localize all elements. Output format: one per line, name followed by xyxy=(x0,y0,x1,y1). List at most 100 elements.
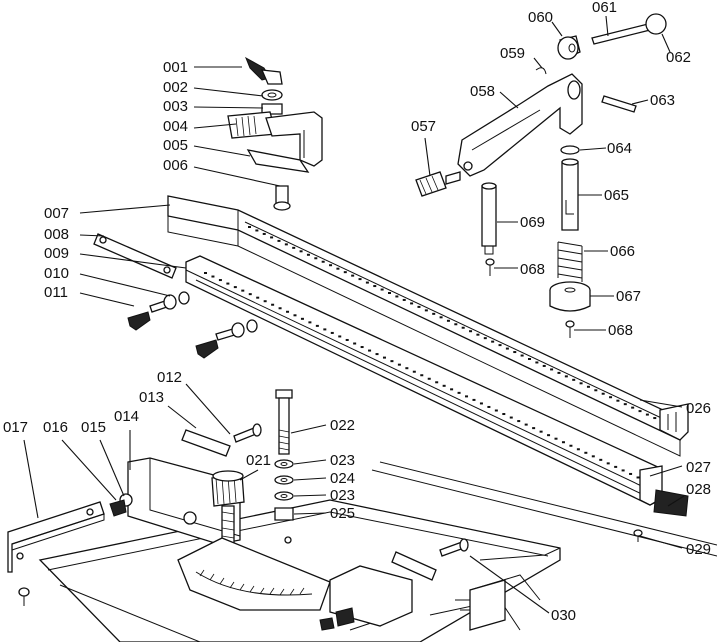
leader-line-p013 xyxy=(167,405,197,429)
rack-tooth xyxy=(256,296,260,299)
part-label-p064: 064 xyxy=(607,140,632,157)
leader-line-p015 xyxy=(99,439,125,497)
rack-tooth xyxy=(572,378,576,381)
rack-tooth xyxy=(435,381,439,384)
rack-tooth xyxy=(226,282,230,285)
part-062-drawing xyxy=(645,13,667,35)
rack-tooth xyxy=(450,388,454,391)
rack-tooth xyxy=(395,295,399,298)
part-030-drawing xyxy=(469,579,506,631)
rack-tooth xyxy=(345,338,349,341)
rack-tooth xyxy=(579,382,583,385)
parts-015-016-drawing xyxy=(109,493,133,517)
part-059-drawing xyxy=(535,67,547,75)
rack-tooth xyxy=(315,324,319,327)
part-068-drawing xyxy=(485,258,575,338)
rack-tooth xyxy=(465,395,469,398)
rack-tooth xyxy=(368,349,372,352)
rack-tooth xyxy=(351,274,355,277)
rack-tooth xyxy=(653,417,657,420)
rack-tooth xyxy=(241,289,245,292)
rack-tooth xyxy=(461,326,465,329)
rack-tooth xyxy=(343,271,347,274)
rack-tooth xyxy=(299,250,303,253)
part-label-p010: 010 xyxy=(44,265,69,282)
leader-line-p023a xyxy=(293,459,327,465)
rack-tooth xyxy=(308,321,312,324)
part-label-p028: 028 xyxy=(686,481,711,498)
part-label-p059: 059 xyxy=(500,45,525,62)
rack-tooth xyxy=(564,375,568,378)
part-label-p029: 029 xyxy=(686,541,711,558)
rack-tooth xyxy=(412,370,416,373)
rack-tooth xyxy=(353,342,357,345)
rail-upper-drawing xyxy=(167,195,681,457)
rack-tooth xyxy=(321,260,325,263)
part-label-p014: 014 xyxy=(114,408,139,425)
part-label-p021: 021 xyxy=(246,452,271,469)
rack-tooth xyxy=(329,264,333,267)
leader-line-p028 xyxy=(667,495,685,507)
leader-line-p010 xyxy=(79,273,171,297)
rack-tooth xyxy=(373,285,377,288)
part-label-p065: 065 xyxy=(604,187,629,204)
rack-tooth xyxy=(262,232,266,235)
leader-line-p061 xyxy=(605,15,609,37)
rack-tooth xyxy=(446,319,450,322)
rack-tooth xyxy=(375,353,379,356)
rack-tooth xyxy=(420,374,424,377)
rack-tooth xyxy=(442,384,446,387)
rack-tooth xyxy=(547,434,551,437)
part-label-p067: 067 xyxy=(616,288,641,305)
rack-tooth xyxy=(554,437,558,440)
rack-tooth xyxy=(636,476,640,479)
leader-line-p007 xyxy=(79,204,171,214)
part-label-p060: 060 xyxy=(528,9,553,26)
rack-tooth xyxy=(270,236,274,239)
rack-tooth xyxy=(255,229,259,232)
part-label-p025: 025 xyxy=(330,505,355,522)
rack-tooth xyxy=(505,347,509,350)
part-069-drawing xyxy=(481,182,497,255)
rack-tooth xyxy=(397,363,401,366)
leader-line-p063 xyxy=(631,99,649,105)
rack-tooth xyxy=(542,364,546,367)
leader-line-p059 xyxy=(533,57,543,69)
rack-tooth xyxy=(557,371,561,374)
leader-line-p004 xyxy=(193,123,237,129)
rack-tooth xyxy=(623,403,627,406)
rail-upper-teeth xyxy=(248,226,671,426)
rack-tooth xyxy=(358,278,362,281)
leader-line-p006 xyxy=(193,166,281,187)
protractor-arc-drawing xyxy=(177,537,331,611)
rack-tooth xyxy=(271,303,275,306)
rack-tooth xyxy=(338,335,342,338)
rack-tooth xyxy=(476,333,480,336)
rack-tooth xyxy=(517,420,521,423)
rack-tooth xyxy=(382,356,386,359)
part-label-p026: 026 xyxy=(686,400,711,417)
part-label-p011: 011 xyxy=(44,284,68,301)
part-label-p061: 061 xyxy=(592,0,617,16)
rack-tooth xyxy=(286,310,290,313)
part-013-drawing xyxy=(233,423,262,443)
rack-tooth xyxy=(454,323,458,326)
leader-line-p062 xyxy=(661,33,671,53)
leader-line-p005 xyxy=(193,145,251,157)
rack-tooth xyxy=(513,351,517,354)
rack-tooth xyxy=(300,317,304,320)
rack-tooth xyxy=(539,430,543,433)
leader-lines xyxy=(23,15,685,614)
part-label-p004: 004 xyxy=(163,118,188,135)
leader-line-p057 xyxy=(424,137,431,177)
rack-tooth xyxy=(591,455,595,458)
rack-tooth xyxy=(432,312,436,315)
rack-tooth xyxy=(410,302,414,305)
rack-tooth xyxy=(417,305,421,308)
rack-tooth xyxy=(439,316,443,319)
part-029-drawing xyxy=(633,529,643,542)
rack-tooth xyxy=(631,406,635,409)
leader-line-p024 xyxy=(293,477,327,481)
rack-tooth xyxy=(586,385,590,388)
